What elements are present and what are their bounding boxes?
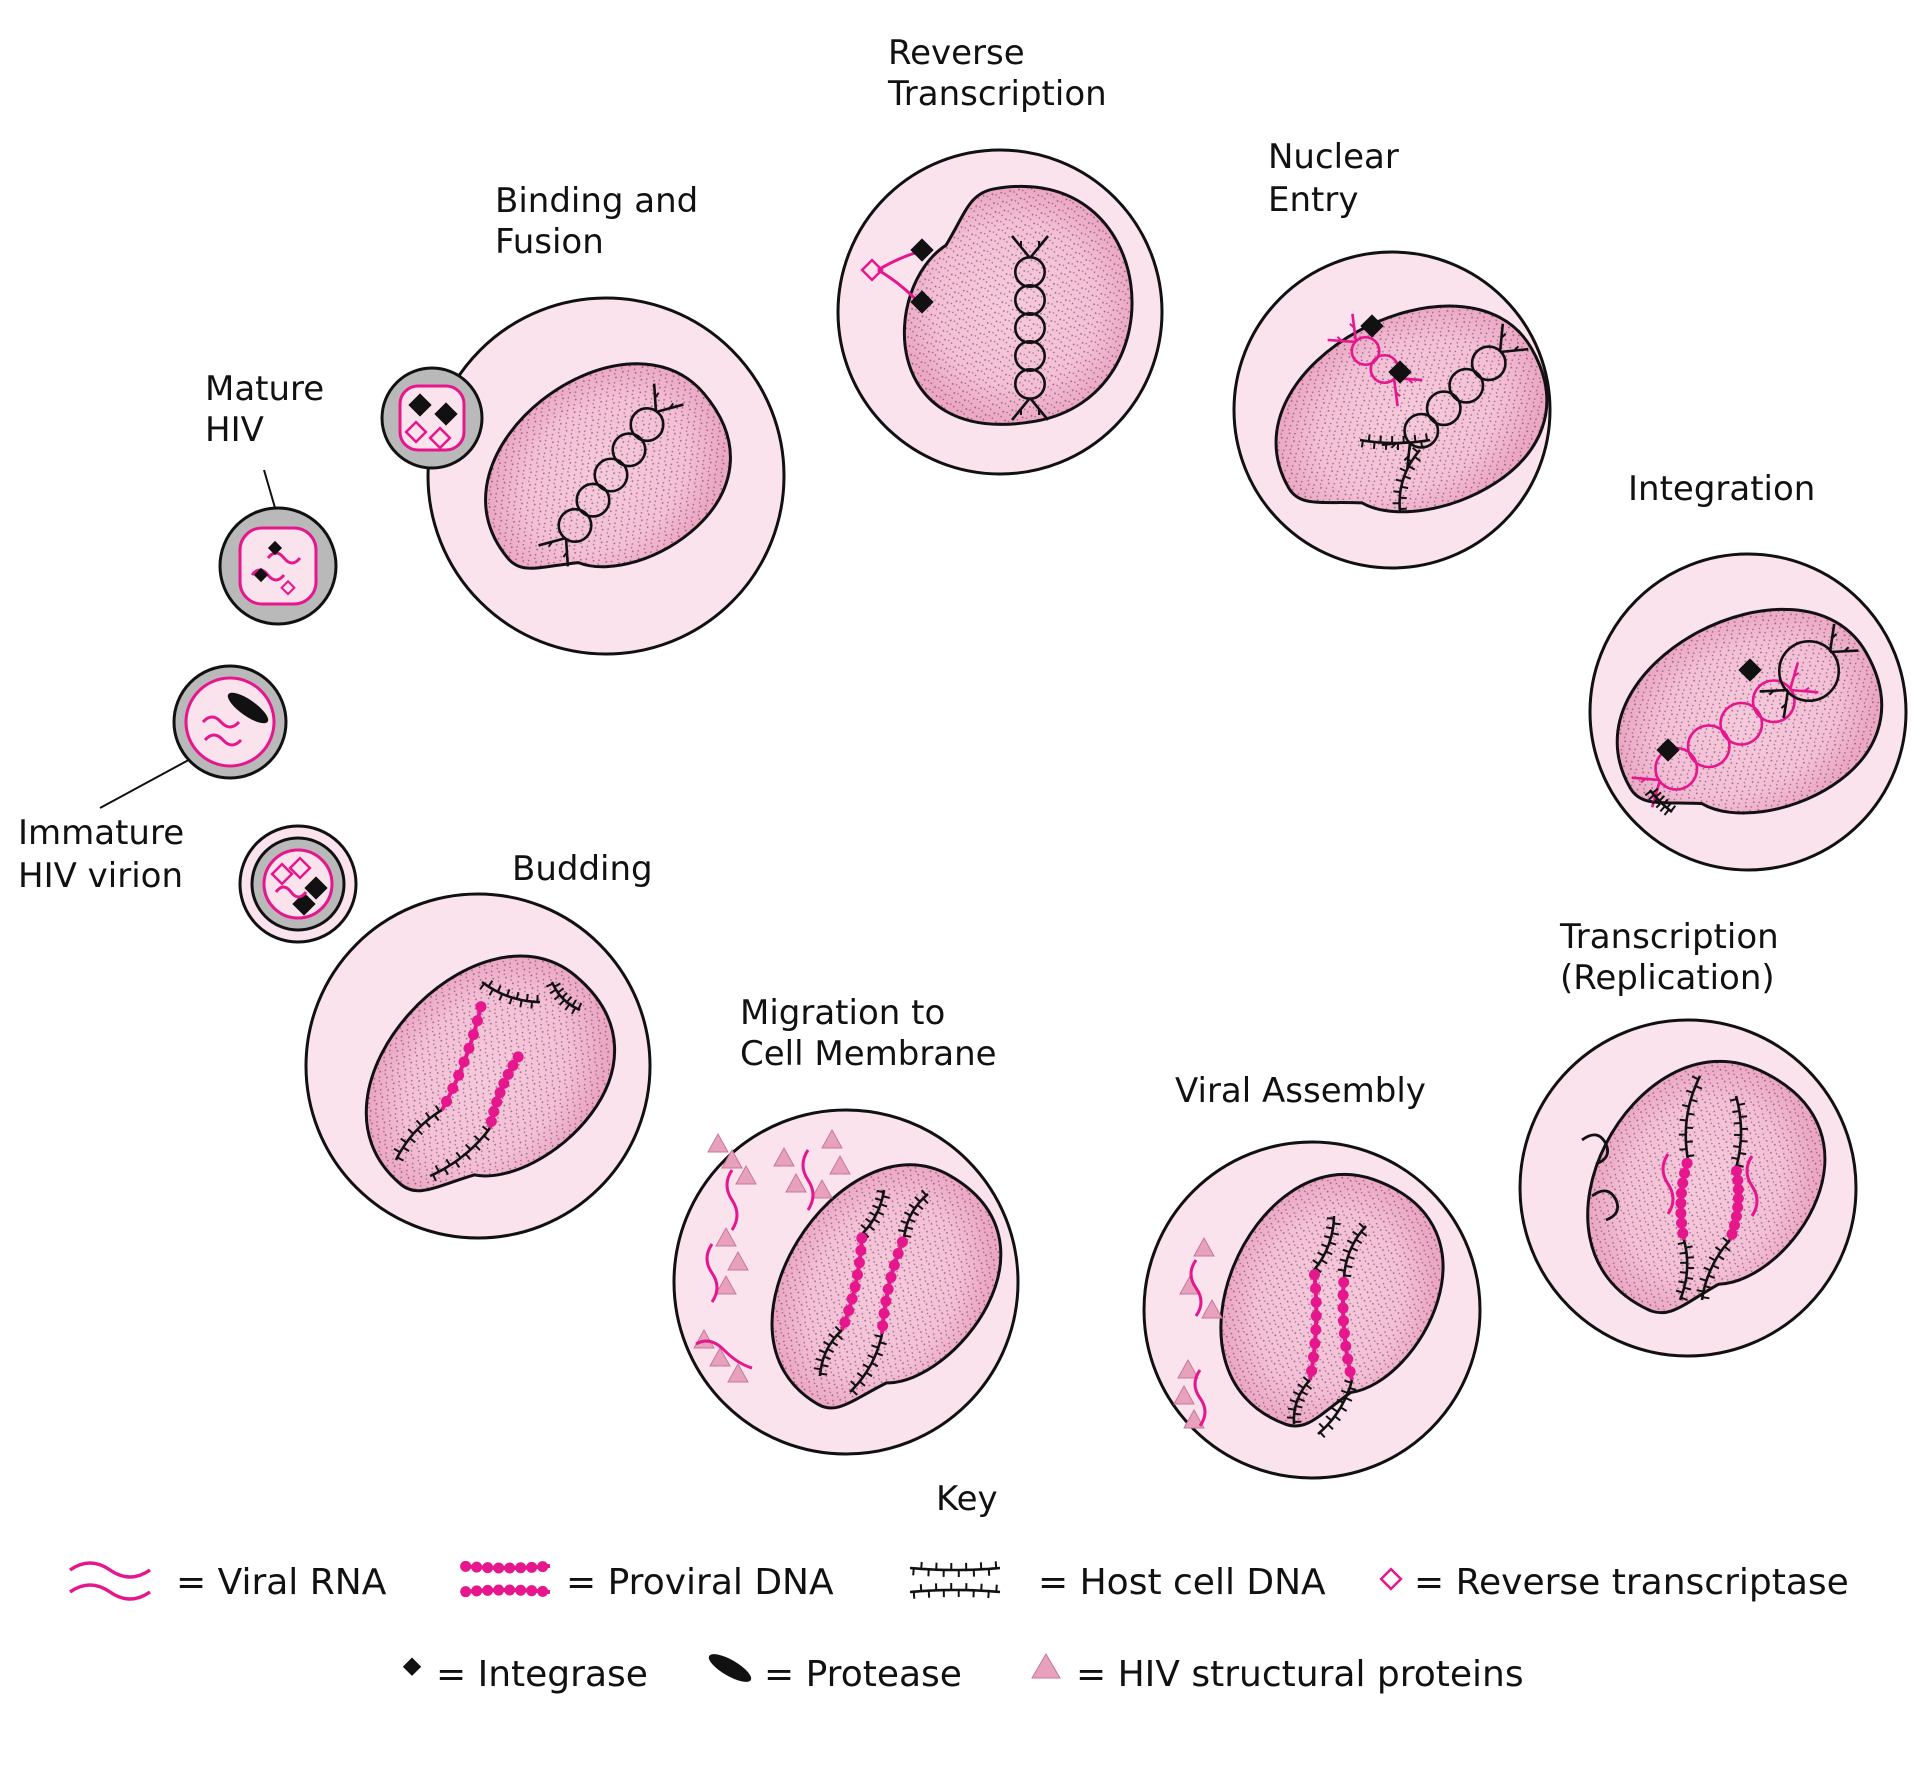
key-item-reverse-transcriptase: = Reverse transcriptase (1379, 1562, 1849, 1603)
key-item-viral-rna: = Viral RNA (68, 1561, 387, 1603)
key-label-proviral-dna: = Proviral DNA (566, 1562, 834, 1603)
cell-transcription (1518, 1018, 1858, 1358)
open-diamond-icon (1379, 1567, 1403, 1591)
budding-virion (250, 836, 346, 932)
cell-integration (1588, 552, 1908, 872)
integration-label: Integration (1628, 469, 1815, 509)
key-label-viral-rna: = Viral RNA (176, 1562, 387, 1603)
cell-viral-assembly (1142, 1140, 1482, 1480)
key-label-host-dna: = Host cell DNA (1038, 1562, 1326, 1603)
key-item-proviral-dna: = Proviral DNA (460, 1560, 834, 1603)
immature-hiv-virion (99, 664, 288, 809)
cell-reverse-transcription (836, 148, 1164, 476)
fusing-virion (380, 366, 484, 470)
cell-nuclear-entry (1232, 250, 1552, 570)
key-title: Key (936, 1479, 998, 1519)
key-item-host-dna: = Host cell DNA (909, 1561, 1326, 1603)
key-label-integrase: = Integrase (436, 1654, 648, 1695)
key-item-structural-proteins: = HIV structural proteins (1031, 1653, 1524, 1695)
viral-assembly-label: Viral Assembly (1175, 1071, 1426, 1111)
cell-budding (238, 824, 652, 1240)
key-label-reverse-transcriptase: = Reverse transcriptase (1414, 1562, 1849, 1603)
barbed-strand-icon (909, 1561, 1001, 1599)
transcription-label: Transcription(Replication) (1559, 917, 1779, 998)
mature-hiv-virion (218, 469, 338, 626)
wavy-lines-icon (68, 1561, 152, 1601)
key-item-protease: = Protease (708, 1654, 962, 1695)
budding-label: Budding (512, 849, 653, 889)
black-oval-icon (708, 1654, 752, 1682)
cell-migration (672, 1108, 1020, 1456)
key-label-protease: = Protease (764, 1654, 962, 1695)
cell-binding-fusion (380, 296, 786, 656)
pink-triangle-icon (1031, 1653, 1061, 1679)
beaded-strand-icon (460, 1560, 551, 1598)
key-item-integrase: = Integrase (402, 1654, 648, 1695)
filled-diamond-icon (402, 1657, 422, 1676)
key-label-structural-proteins: = HIV structural proteins (1076, 1654, 1524, 1695)
